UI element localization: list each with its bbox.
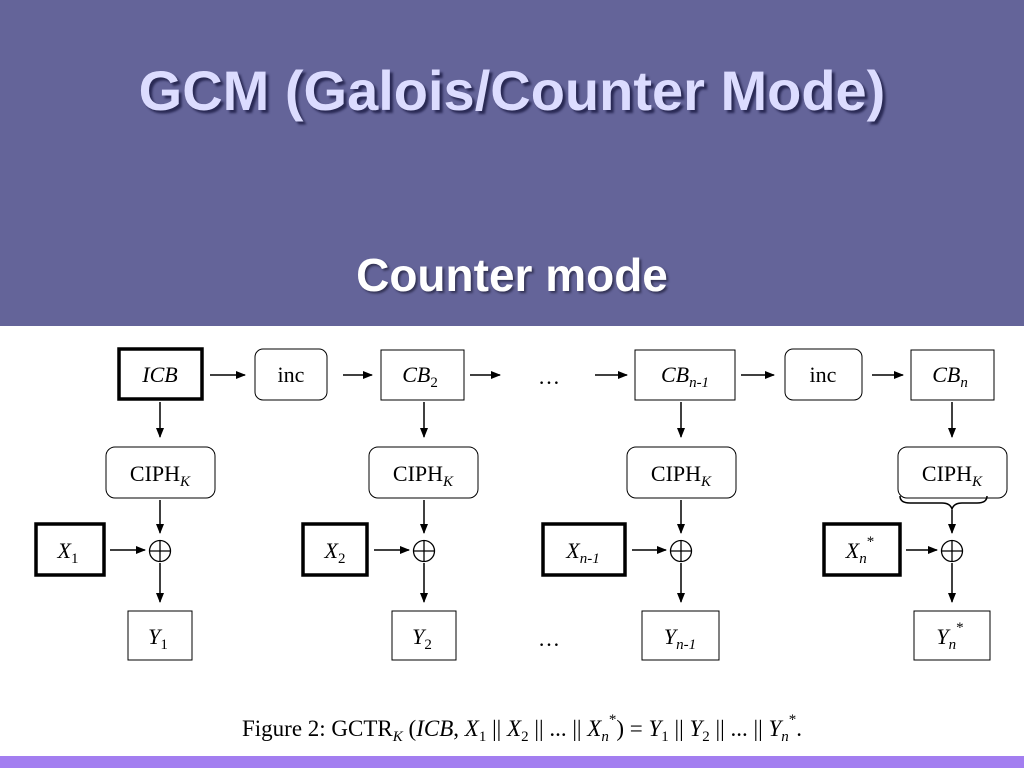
output-yn-star-label: Yn* [936, 620, 963, 653]
slide-title: GCM (Galois/Counter Mode) [138, 59, 886, 122]
svg-text:CIPHK: CIPHK [130, 461, 191, 490]
input-x2-box [301, 522, 369, 577]
xor-1 [148, 539, 172, 563]
input-x1-box [34, 522, 106, 577]
ciph-block-3: CIPHK [626, 446, 737, 499]
slide-footer-bar [0, 756, 1024, 768]
cbn1-label: CBn-1 [661, 362, 709, 391]
diagram-svg: ICB inc CB2 … CBn-1 inc CBn CIPHK CIPHK … [34, 347, 1008, 745]
inc-label-2: inc [810, 362, 837, 387]
icb-label: ICB [141, 362, 177, 387]
cb2-label: CB2 [402, 362, 438, 391]
output-yn1-box [641, 610, 720, 661]
xor-4 [940, 539, 964, 563]
cbn-box [910, 349, 995, 401]
ciph-block-2: CIPHK [368, 446, 479, 499]
truncation-brace [899, 495, 988, 512]
output-y2-label: Y2 [412, 624, 432, 653]
cb2-box [380, 349, 465, 401]
xor-3 [669, 539, 693, 563]
input-x2-label: X2 [324, 538, 346, 567]
input-xn-star-label: Xn* [845, 534, 874, 567]
svg-text:CIPHK: CIPHK [922, 461, 983, 490]
cbn-label: CBn [932, 362, 968, 391]
ellipsis-top: … [538, 364, 560, 389]
xor-2 [412, 539, 436, 563]
ciph-block-1: CIPHK [105, 446, 216, 499]
inc-label-1: inc [278, 362, 305, 387]
inc-box-1 [254, 348, 328, 401]
output-yn-star-box [913, 610, 991, 661]
icb-box [117, 347, 204, 401]
cbn1-box [634, 349, 736, 401]
ciph-block-4: CIPHK [897, 446, 1008, 512]
output-y2-box [391, 610, 457, 661]
counter-mode-diagram: ICB inc CB2 … CBn-1 inc CBn CIPHK CIPHK … [0, 326, 1024, 756]
output-yn1-label: Yn-1 [664, 624, 696, 653]
slide-header: GCM (Galois/Counter Mode) Counter mode [0, 0, 1024, 326]
input-xn-star-box [822, 522, 902, 577]
svg-text:CIPHK: CIPHK [651, 461, 712, 490]
figure-caption: Figure 2: GCTRK (ICB, X1 || X2 || ... ||… [242, 712, 802, 745]
input-xn1-label: Xn-1 [565, 538, 599, 567]
slide-subtitle: Counter mode [356, 249, 668, 301]
svg-text:CIPHK: CIPHK [393, 461, 454, 490]
inc-box-2 [784, 348, 863, 401]
output-y1-box [127, 610, 193, 661]
output-y1-label: Y1 [148, 624, 168, 653]
input-xn1-box [541, 522, 627, 577]
ellipsis-bottom: … [538, 626, 560, 651]
input-x1-label: X1 [57, 538, 79, 567]
